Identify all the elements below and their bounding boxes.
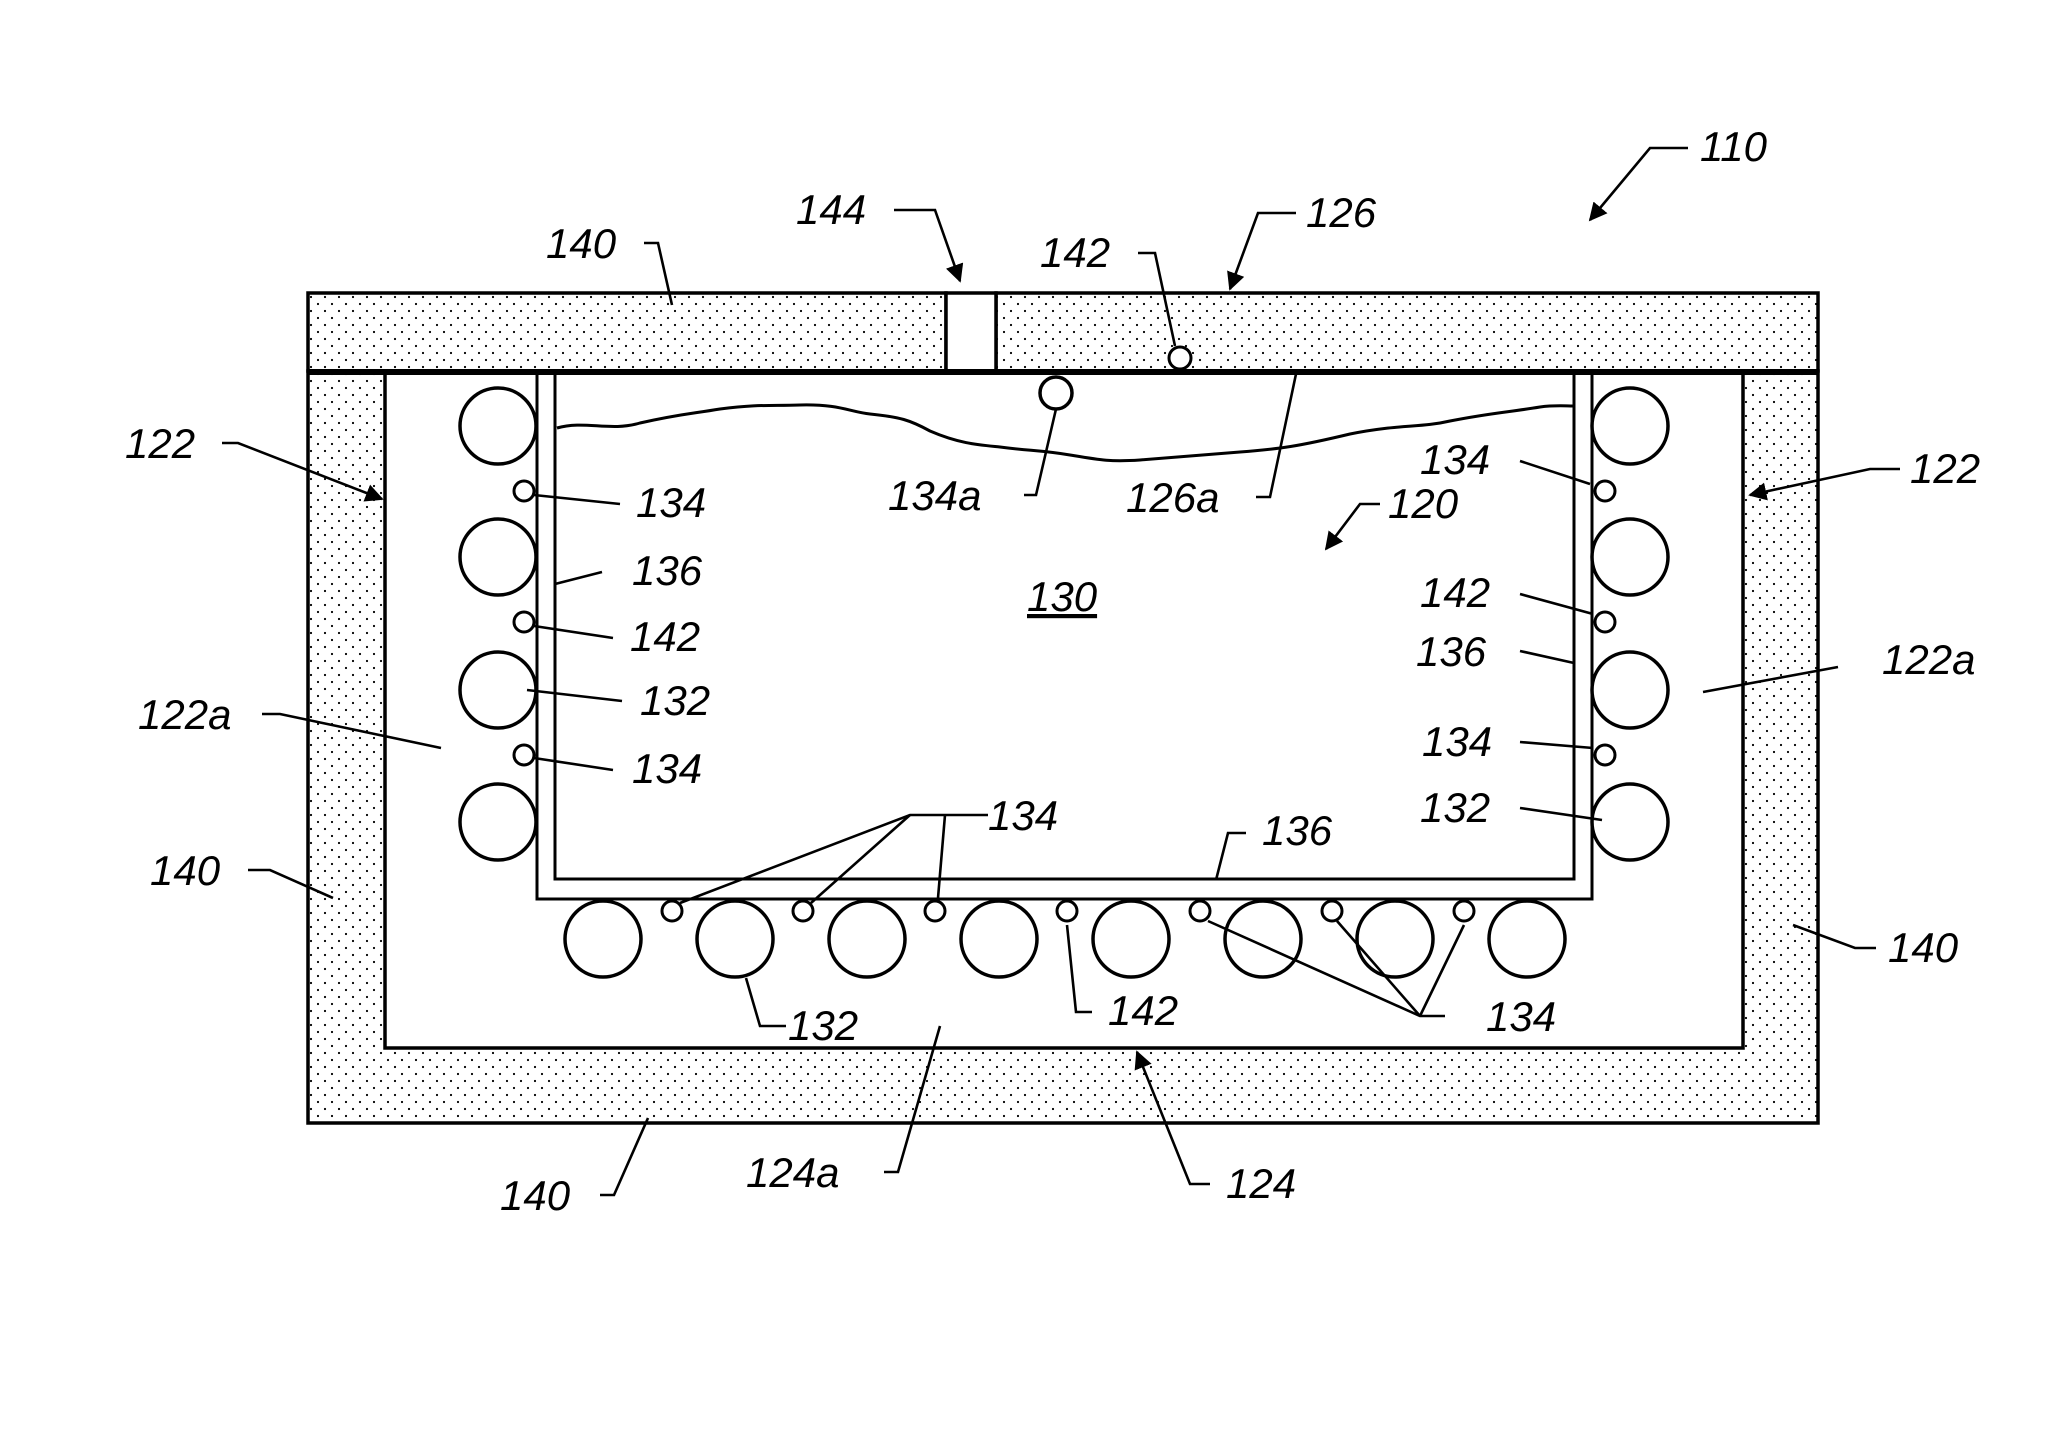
lid-insulation-right xyxy=(996,293,1818,371)
label-left-134-lower: 134 xyxy=(632,745,702,792)
sensor xyxy=(1057,901,1077,921)
label-bottom-wall: 124 xyxy=(1226,1160,1296,1207)
sensor xyxy=(1190,901,1210,921)
label-wall-left: 122 xyxy=(125,420,195,467)
right-coils xyxy=(1592,388,1668,860)
sensor xyxy=(514,481,534,501)
sensor xyxy=(662,901,682,921)
sensor xyxy=(1595,481,1615,501)
label-lid-inner: 126a xyxy=(1126,474,1219,521)
label-right-space: 122a xyxy=(1882,636,1975,683)
sensor xyxy=(1595,745,1615,765)
label-wall-top-left: 140 xyxy=(546,220,617,267)
sensor xyxy=(925,901,945,921)
coil xyxy=(1592,519,1668,595)
label-right-132: 132 xyxy=(1420,784,1490,831)
sensor xyxy=(514,612,534,632)
label-insulation-bottom: 140 xyxy=(500,1172,571,1219)
label-insulation-right: 140 xyxy=(1888,924,1959,971)
sensor-134a xyxy=(1040,377,1072,409)
coil xyxy=(1093,901,1169,977)
label-right-134-lower: 134 xyxy=(1422,718,1492,765)
label-lid: 126 xyxy=(1306,189,1377,236)
coil xyxy=(460,652,536,728)
left-coils xyxy=(460,388,536,860)
sensor-142-lid xyxy=(1169,347,1191,369)
label-bottom-132: 132 xyxy=(788,1002,858,1049)
coil xyxy=(1225,901,1301,977)
coil xyxy=(460,388,536,464)
coil xyxy=(460,784,536,860)
label-bottom-134-right: 134 xyxy=(1486,993,1556,1040)
coil xyxy=(460,519,536,595)
label-left-142: 142 xyxy=(630,613,700,660)
label-chamber: 130 xyxy=(1027,573,1098,620)
coil xyxy=(1489,901,1565,977)
label-bottom-136: 136 xyxy=(1262,807,1333,854)
sensor xyxy=(793,901,813,921)
label-bottom-134-left: 134 xyxy=(988,792,1058,839)
label-port: 144 xyxy=(796,186,866,233)
label-left-134-upper: 134 xyxy=(636,479,706,526)
lid-insulation-left xyxy=(308,293,946,371)
label-left-136: 136 xyxy=(632,547,703,594)
label-bottom-space: 124a xyxy=(746,1149,839,1196)
label-right-134-upper: 134 xyxy=(1420,436,1490,483)
label-right-136: 136 xyxy=(1416,628,1487,675)
coil xyxy=(1357,901,1433,977)
label-vessel: 120 xyxy=(1388,480,1459,527)
label-left-132: 132 xyxy=(640,677,710,724)
sensor xyxy=(514,745,534,765)
sensor xyxy=(1595,612,1615,632)
label-insulation-left: 140 xyxy=(150,847,221,894)
sensor xyxy=(1454,901,1474,921)
coil xyxy=(1592,388,1668,464)
label-bottom-142: 142 xyxy=(1108,987,1178,1034)
label-sensor-top: 134a xyxy=(888,472,981,519)
port-144 xyxy=(946,293,996,371)
coil xyxy=(565,901,641,977)
coil xyxy=(697,901,773,977)
label-left-space: 122a xyxy=(138,691,231,738)
coil xyxy=(1592,652,1668,728)
bottom-coils xyxy=(565,901,1565,977)
coil xyxy=(1592,784,1668,860)
label-top-sensor: 142 xyxy=(1040,229,1110,276)
label-assembly: 110 xyxy=(1700,123,1768,170)
coil xyxy=(829,901,905,977)
label-wall-right: 122 xyxy=(1910,445,1980,492)
coil xyxy=(961,901,1037,977)
sensor xyxy=(1322,901,1342,921)
label-right-142: 142 xyxy=(1420,569,1490,616)
